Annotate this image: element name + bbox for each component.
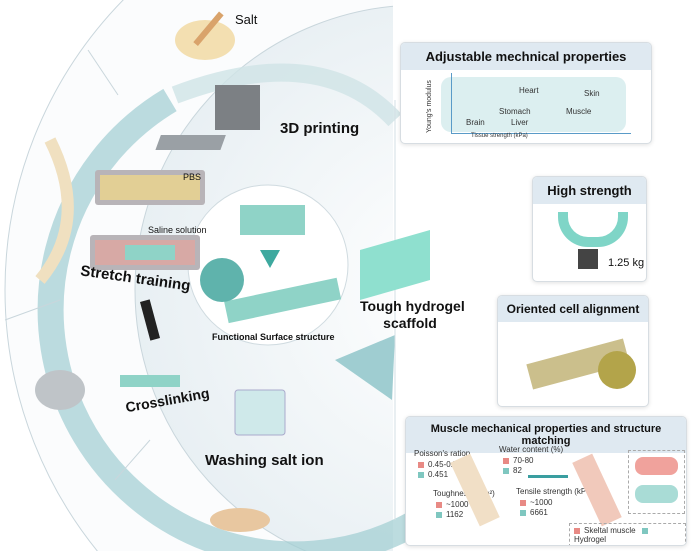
match-arrow-icon: [528, 475, 568, 478]
pbs-label: PBS: [183, 172, 202, 182]
magnified-surface-icon: [200, 258, 244, 302]
beaker-icon: [234, 389, 286, 436]
tensile-hydrogel: 6661: [520, 508, 548, 517]
x-axis-label: Tissue strength (kPa): [471, 133, 528, 139]
scaffold-label-line2: scaffold: [383, 315, 437, 331]
magnified-cells-icon: [598, 351, 636, 389]
panel-mechanical: Adjustable mechnical properties Young's …: [400, 42, 652, 144]
x-axis: [451, 133, 631, 134]
pot-icon: [35, 370, 85, 410]
tensile-hydrogel-value: 6661: [530, 508, 548, 517]
y-axis: [451, 73, 452, 133]
y-axis-label: Young's modulus: [425, 80, 433, 133]
washing-label: Washing salt ion: [205, 452, 324, 469]
panel-matching-title: Muscle mechanical properties and structu…: [406, 417, 686, 453]
hydrogel-sheet-icon: [240, 205, 305, 235]
hydrogel-fiber-icon: [224, 277, 342, 324]
water-label: Water content (%): [499, 445, 564, 454]
poisson-hydrogel-value: 0.451: [428, 470, 449, 479]
panel-alignment: Oriented cell alignment: [497, 295, 649, 407]
panel-alignment-title: Oriented cell alignment: [498, 296, 648, 322]
legend-hydrogel: Hydrogel: [574, 535, 607, 544]
legend-muscle: Skeltal muscle: [584, 526, 636, 535]
tensile-label: Tensile strength (kPa): [516, 487, 594, 496]
hydrogel-icon: [635, 485, 678, 503]
down-arrow-icon: [260, 250, 280, 268]
printing-label: 3D printing: [280, 120, 360, 137]
poisson-hydrogel: 0.451: [418, 470, 448, 479]
salt-label: Salt: [235, 12, 258, 27]
comparison-box: [628, 450, 685, 514]
panel-matching: Muscle mechanical properties and structu…: [405, 416, 687, 546]
surface-label: Functional Surface structure: [212, 332, 335, 342]
tensile-muscle: ~1000: [520, 498, 552, 507]
toughness-muscle-value: ~1000: [446, 500, 469, 509]
panel-strength-title: High strength: [533, 177, 646, 204]
tissue-muscle: Muscle: [566, 107, 592, 116]
water-hydrogel-value: 82: [513, 466, 522, 475]
tissue-skin: Skin: [584, 89, 600, 98]
weight-value: 1.25 kg: [608, 257, 645, 269]
toughness-hydrogel-value: 1162: [446, 510, 464, 519]
poisson-muscle: 0.45-0.5: [418, 460, 457, 469]
hydrogel-u-icon: [558, 212, 628, 247]
water-muscle: 70-80: [503, 456, 533, 465]
panel-strength: High strength 1.25 kg: [532, 176, 647, 282]
scaffold-icon: [360, 230, 430, 300]
arm-stretch-icon: [35, 137, 74, 284]
weight-icon: [578, 249, 598, 269]
tissue-liver: Liver: [511, 118, 529, 127]
skeletal-muscle-icon: [635, 457, 678, 475]
printer-icon: [215, 85, 260, 130]
water-muscle-value: 70-80: [513, 456, 534, 465]
tissue-stomach: Stomach: [499, 107, 531, 116]
poisson-label: Poisson's ration: [414, 449, 471, 458]
toughness-hydrogel: 1162: [436, 510, 463, 519]
arrow-to-panels: [335, 335, 395, 400]
saline-label: Saline solution: [148, 225, 207, 235]
toughness-muscle: ~1000: [436, 500, 468, 509]
property-region: [441, 77, 626, 132]
bowl-icon: [210, 508, 270, 532]
poisson-muscle-value: 0.45-0.5: [428, 460, 458, 469]
tensile-muscle-value: ~1000: [530, 498, 553, 507]
legend: Skeltal muscle Hydrogel: [569, 523, 686, 545]
dough-icon: [175, 20, 235, 60]
scaffold-label-line1: Tough hydrogel: [360, 298, 465, 314]
tissue-brain: Brain: [466, 118, 485, 127]
scaffold-label: Tough hydrogel scaffold: [360, 298, 465, 332]
uv-lamp-icon: [139, 299, 161, 341]
process-arc: [37, 88, 427, 551]
tissue-heart: Heart: [519, 86, 539, 95]
water-hydrogel: 82: [503, 466, 522, 475]
panel-mechanical-title: Adjustable mechnical properties: [401, 43, 651, 70]
